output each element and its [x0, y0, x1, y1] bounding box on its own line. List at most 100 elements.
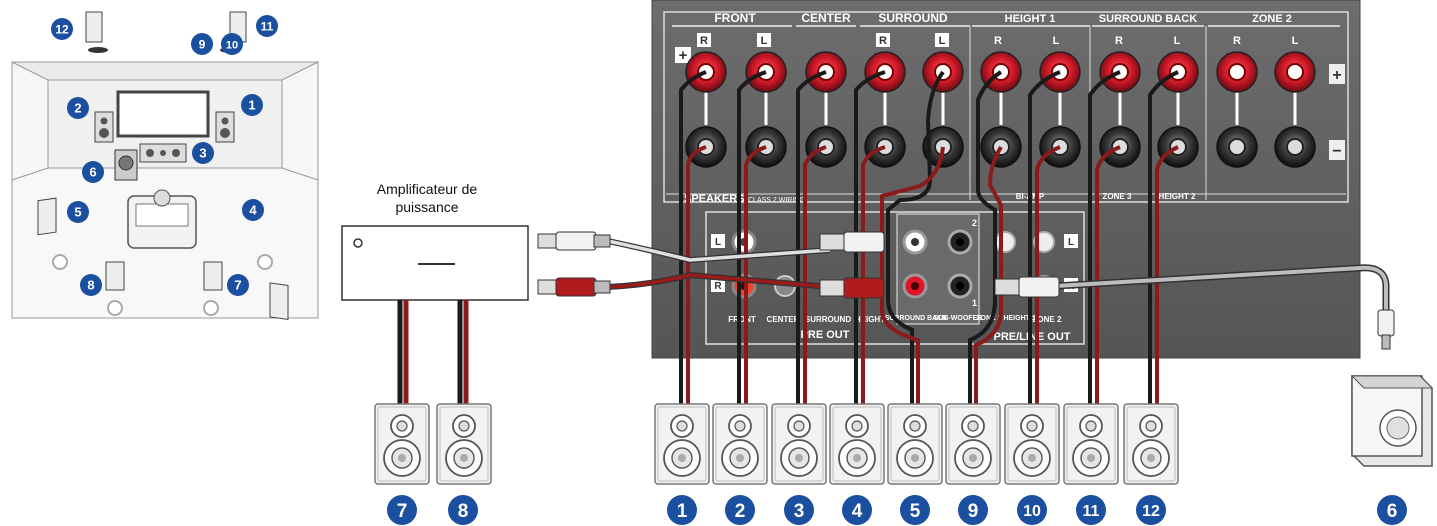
svg-text:5: 5 [74, 205, 81, 220]
room-badge: 2 [67, 97, 89, 119]
group-label-center: CENTER [801, 11, 851, 25]
svg-text:11: 11 [1083, 503, 1100, 520]
room-badge: 5 [67, 201, 89, 223]
group-label-height1: HEIGHT 1 [1005, 13, 1056, 25]
pre-line-out-title: PRE/LINE OUT [993, 331, 1070, 343]
badge-speaker-7: 7 [387, 495, 417, 525]
svg-text:ZONE 3 HEIGHT 1: ZONE 3 HEIGHT 1 [976, 315, 1036, 322]
group-label-surround-back: SURROUND BACK [1099, 13, 1197, 25]
svg-text:1: 1 [248, 98, 255, 113]
svg-text:L: L [1068, 237, 1074, 248]
badge-speaker-12: 12 [1136, 495, 1166, 525]
speaker-9-icon [945, 403, 1001, 485]
svg-text:L: L [939, 35, 946, 47]
plus-sign-right: + [1332, 67, 1341, 84]
svg-text:2: 2 [74, 101, 81, 116]
svg-text:R: R [879, 35, 887, 47]
terminal-col-10 [1216, 51, 1258, 168]
speaker-7-icon [374, 403, 430, 485]
class2-label: CLASS 2 WIRING [748, 197, 805, 204]
surround-back-right-speaker-icon [203, 261, 223, 291]
amplifier-label-line2: puissance [395, 199, 459, 215]
room-badge: 6 [82, 161, 104, 183]
svg-text:SURROUND BACK: SURROUND BACK [885, 315, 948, 322]
svg-text:FRONT: FRONT [728, 315, 756, 324]
svg-text:1: 1 [677, 501, 688, 522]
terminal-col-11 [1274, 51, 1316, 168]
room-layout [11, 11, 319, 321]
speaker-10-icon [1004, 403, 1060, 485]
speaker-11-icon [1063, 403, 1119, 485]
speaker-2-icon [712, 403, 768, 485]
plus-indicator [675, 47, 691, 63]
pre-out-title: PRE OUT [801, 329, 850, 341]
badge-speaker-11: 11 [1076, 495, 1106, 525]
front-left-speaker-icon [94, 111, 114, 143]
svg-text:8: 8 [458, 501, 469, 522]
svg-text:4: 4 [249, 203, 257, 218]
group-label-front: FRONT [714, 11, 756, 25]
speaker-3-icon [771, 403, 827, 485]
terminal-labels: R L R L R L R L R L [697, 33, 1299, 47]
svg-text:2: 2 [972, 218, 977, 228]
group-label-surround: SURROUND [878, 11, 948, 25]
svg-text:3: 3 [199, 146, 206, 161]
surround-left-speaker-icon [37, 197, 57, 236]
preout-labels: FRONT CENTER SURROUND HEIGHT SURROUND BA… [728, 315, 1062, 324]
badge-speaker-8: 8 [448, 495, 478, 525]
svg-text:SUB-WOOFER: SUB-WOOFER [934, 315, 983, 322]
room-badge: 10 [221, 33, 243, 55]
surround-back-left-speaker-icon [105, 261, 125, 291]
room-badge: 3 [192, 142, 214, 164]
svg-text:9: 9 [968, 501, 979, 522]
svg-text:10: 10 [226, 40, 238, 52]
svg-text:L: L [1292, 35, 1299, 47]
subwoofer-icon [1350, 375, 1434, 467]
svg-text:R: R [994, 35, 1002, 47]
svg-text:L: L [715, 237, 721, 248]
subwoofer-room-icon [114, 149, 138, 181]
tv-icon [116, 90, 210, 138]
room-badge: 8 [80, 274, 102, 296]
svg-text:HEIGHT: HEIGHT [855, 315, 885, 324]
svg-text:R: R [700, 35, 708, 47]
receiver-back-panel: FRONT CENTER SURROUND HEIGHT 1 SURROUND … [651, 0, 1361, 359]
speaker-1-icon [654, 403, 710, 485]
front-right-speaker-icon [215, 111, 235, 143]
svg-text:8: 8 [87, 278, 94, 293]
badge-speaker-10: 10 [1017, 495, 1047, 525]
speaker-8-icon [436, 403, 492, 485]
svg-text:6: 6 [1387, 501, 1398, 522]
speaker-12-icon [1123, 403, 1179, 485]
room-badge: 7 [227, 274, 249, 296]
center-speaker-icon [139, 143, 187, 163]
svg-text:12: 12 [1142, 503, 1160, 520]
speaker-4-icon [829, 403, 885, 485]
svg-text:L: L [1053, 35, 1060, 47]
rca-cables [607, 238, 1390, 312]
group-label-zone2: ZONE 2 [1252, 13, 1292, 25]
svg-text:2: 2 [735, 501, 746, 522]
badge-speaker-2: 2 [725, 495, 755, 525]
badge-speaker-9: 9 [958, 495, 988, 525]
room-badge: 9 [191, 33, 213, 55]
height2-label: HEIGHT 2 [1159, 192, 1196, 201]
badge-speaker-4: 4 [842, 495, 872, 525]
svg-text:12: 12 [55, 23, 69, 37]
power-amplifier [341, 225, 529, 301]
room-badge: 12 [51, 18, 73, 40]
badge-speaker-1: 1 [667, 495, 697, 525]
room-badge: 1 [241, 94, 263, 116]
svg-text:+: + [679, 47, 688, 64]
badge-speaker-5: 5 [900, 495, 930, 525]
svg-text:7: 7 [397, 501, 408, 522]
zone3-label: ZONE 3 [1103, 192, 1132, 201]
svg-text:L: L [761, 35, 768, 47]
speaker-cables [679, 70, 1179, 405]
sofa-icon [127, 189, 197, 249]
svg-text:10: 10 [1023, 503, 1041, 520]
speaker-5-icon [887, 403, 943, 485]
badge-subwoofer-6: 6 [1377, 495, 1407, 525]
svg-text:4: 4 [852, 501, 863, 522]
